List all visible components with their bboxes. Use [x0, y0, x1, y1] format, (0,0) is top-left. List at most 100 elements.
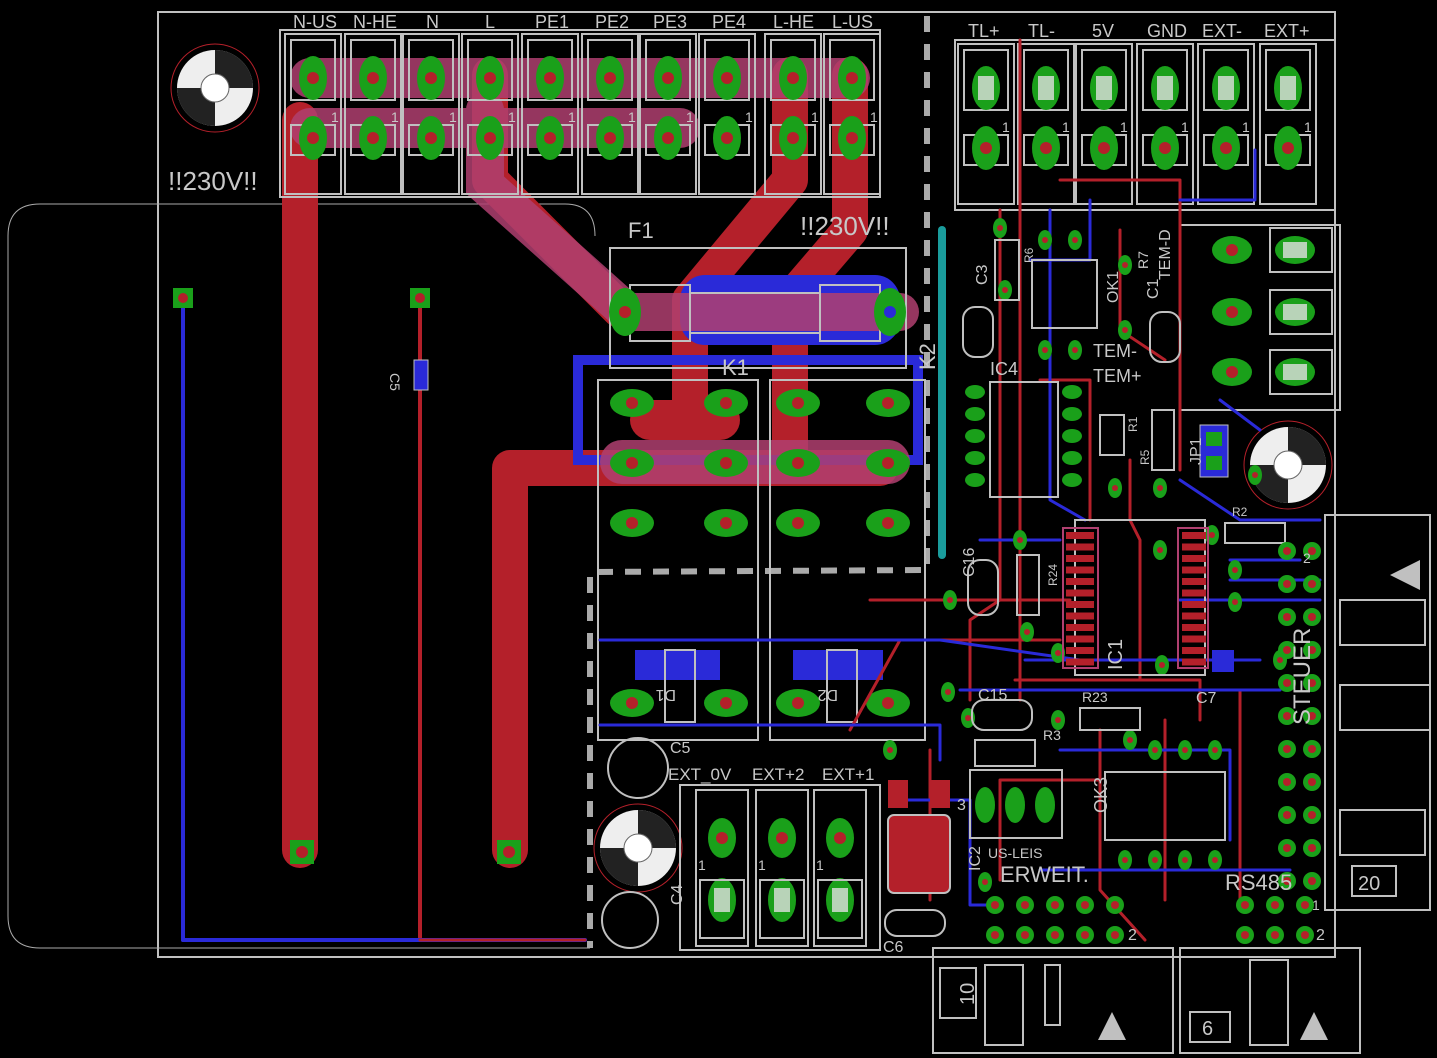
power-terminal-n-he: N-HE1 — [344, 12, 402, 195]
resistor-r7: R7 — [1135, 251, 1151, 269]
fuse-f1: F1 — [609, 218, 907, 369]
diode-d2-label: D2 — [817, 686, 838, 703]
pin-one-mark: 1 — [449, 109, 457, 125]
pin-one-mark: 1 — [1002, 119, 1010, 135]
erweit-header: ERWEIT. 2 — [986, 862, 1314, 944]
optocoupler-ok1: OK1 — [1031, 259, 1122, 329]
steuer-connector: 20 STEUER 2 1 — [1278, 514, 1431, 913]
c4-label: C4 — [669, 884, 686, 905]
pin-one-mark: 1 — [331, 109, 339, 125]
board-outline — [157, 11, 1336, 958]
signal-terminal-label: TL- — [1028, 21, 1055, 41]
warning-label-right: !!230V!! — [800, 211, 890, 241]
capacitor-c6: C6 — [883, 909, 946, 956]
rs485-header: RS485 2 — [1225, 870, 1325, 944]
resistor-r2: R2 — [1224, 505, 1286, 544]
ok3-label: OK3 — [1091, 777, 1111, 813]
erweit-pin-2: 2 — [1128, 927, 1137, 944]
signal-terminal-5v: 5V1 — [1075, 21, 1133, 205]
steuer-connector-number: 20 — [1358, 873, 1380, 895]
pin-one-mark: 1 — [870, 109, 878, 125]
us-leis-label: US-LEIS — [988, 845, 1042, 861]
c16-label: C16 — [961, 548, 978, 577]
temperature-terminal-2 — [1212, 289, 1333, 335]
mounting-hole-top-left — [170, 43, 260, 133]
capacitor-c1: C1 — [1145, 278, 1181, 363]
c6-label: C6 — [883, 939, 904, 956]
connector-10: 10 — [932, 947, 1174, 1054]
c1-label: C1 — [1145, 278, 1162, 299]
resistor-r6: R6 — [994, 239, 1036, 301]
ext-terminal-ext2: EXT+2 1 — [752, 765, 809, 947]
ext-terminal-label: EXT+2 — [752, 765, 804, 784]
ext-terminal-ext1: EXT+11 — [813, 765, 874, 947]
pin-one-mark: 1 — [1242, 119, 1250, 135]
capacitor-c7: C7 — [1196, 650, 1234, 707]
pin-one-mark: 1 — [745, 109, 753, 125]
resistor-r1: R1 — [1099, 414, 1140, 456]
relay-pads — [610, 389, 910, 717]
steuer-label: STEUER — [1289, 628, 1316, 725]
pin-one-mark: 1 — [1062, 119, 1070, 135]
r5-label: R5 — [1138, 449, 1152, 465]
power-terminal-l-us: L-US1 — [823, 12, 881, 195]
ic1-label: IC1 — [1105, 639, 1127, 670]
power-terminal-label: N-HE — [353, 12, 397, 32]
pin-one-mark: 1 — [1181, 119, 1189, 135]
resistor-r5: R5 — [1138, 409, 1175, 471]
r2-label: R2 — [1232, 505, 1248, 519]
ic4-label: IC4 — [990, 359, 1018, 379]
ic1: IC1 — [1062, 519, 1209, 676]
relay-k2-label: K2 — [915, 343, 940, 370]
temperature-terminals: TEM- TEM+ TEM-D — [1093, 224, 1341, 411]
signal-terminal-label: EXT+ — [1264, 21, 1310, 41]
erweit-label: ERWEIT. — [1000, 862, 1089, 887]
relay-k2: K2 — [769, 343, 940, 741]
ic4: IC4 — [965, 359, 1082, 498]
enclosure-outline — [7, 203, 596, 949]
warning-label-left: !!230V!! — [168, 166, 258, 196]
power-terminal-label: N — [426, 12, 439, 32]
power-terminal-label: N-US — [293, 12, 337, 32]
capacitor-c5: C5 — [607, 737, 691, 799]
ic2-regulator: IC2 — [887, 780, 984, 894]
r23-label: R23 — [1082, 689, 1108, 705]
pin-one-mark: 1 — [686, 109, 694, 125]
signal-terminal-frame — [954, 39, 1336, 211]
r7-label: R7 — [1135, 251, 1151, 269]
fuse-label: F1 — [628, 218, 654, 243]
signal-terminal-gnd: GND 1 — [1136, 21, 1194, 205]
ic2-label: IC2 — [967, 846, 984, 871]
pin-one-mark: 1 — [628, 109, 636, 125]
relay-k1: K1 — [597, 355, 759, 741]
signal-terminal-tl: TL+ 1 — [957, 21, 1015, 205]
signal-terminal-label: TL+ — [968, 21, 1000, 41]
ext-terminal-frame — [679, 784, 881, 951]
c3-label: C3 — [974, 264, 991, 285]
pin-one-mark: 1 — [758, 857, 766, 873]
signal-terminal-label: GND — [1147, 21, 1187, 41]
ext-terminal-ext0v: EXT_0V1 — [668, 765, 749, 947]
c15-label: C15 — [978, 687, 1007, 704]
steuer-pin-2: 2 — [1303, 550, 1311, 566]
connector-6: 6 — [1179, 947, 1361, 1054]
r24-label: R24 — [1046, 564, 1060, 586]
signal-terminal-ext: EXT-1 — [1197, 21, 1255, 205]
us-leis-pin-3: 3 — [957, 797, 966, 814]
power-terminal-label: PE4 — [712, 12, 746, 32]
signal-terminal-label: 5V — [1092, 21, 1114, 41]
signal-terminal-ext: EXT+1 — [1259, 21, 1317, 205]
jumper-jp1: JP1 — [1188, 424, 1229, 478]
cap-left-label: C5 — [387, 373, 403, 391]
power-terminal-n-us: N-US 1 — [284, 12, 342, 195]
c7-label: C7 — [1196, 690, 1217, 707]
tem-plus-label: TEM+ — [1093, 366, 1142, 386]
ok1-label: OK1 — [1105, 271, 1122, 303]
c5-label: C5 — [670, 740, 691, 757]
power-terminal-label: L-HE — [773, 12, 814, 32]
